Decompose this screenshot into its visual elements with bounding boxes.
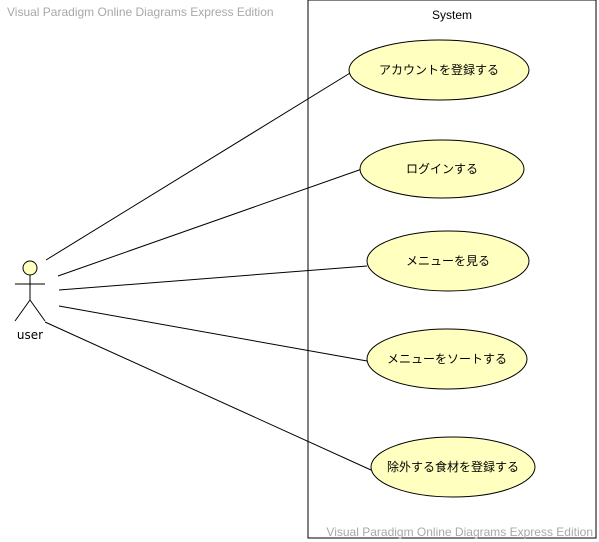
association-line-5[interactable] [44,321,372,471]
associations [44,69,372,471]
use-case-2[interactable]: ログインする [359,139,525,199]
use-case-3[interactable]: メニューを見る [366,230,530,292]
actor-user[interactable]: user [14,260,46,342]
use-case-ellipse [366,230,530,292]
use-case-label: 除外する食材を登録する [387,459,519,474]
association-line-2[interactable] [57,168,363,277]
association-line-4[interactable] [58,305,368,362]
watermark-top: Visual Paradigm Online Diagrams Express … [7,5,274,19]
actor-left-leg [14,299,31,322]
watermark-bottom: Visual Paradigm Online Diagrams Express … [326,525,593,539]
actor-right-leg [29,299,46,322]
association-line-1[interactable] [45,69,356,261]
use-case-label: メニューを見る [406,254,490,268]
use-case-1[interactable]: アカウントを登録する [348,39,530,101]
use-case-ellipse [370,436,536,498]
use-case-4[interactable]: メニューをソートする [366,328,528,390]
use-case-label: メニューをソートする [387,352,507,366]
actor-name: user [17,328,43,342]
use-case-ellipse [359,139,525,199]
use-case-label: アカウントを登録する [379,62,499,77]
system-title: System [432,8,472,22]
use-case-5[interactable]: 除外する食材を登録する [370,436,536,498]
actor-head [22,260,38,276]
use-case-ellipse [366,328,528,390]
association-line-3[interactable] [58,265,368,291]
use-case-ellipse [348,39,530,101]
use-case-label: ログインする [406,162,478,176]
